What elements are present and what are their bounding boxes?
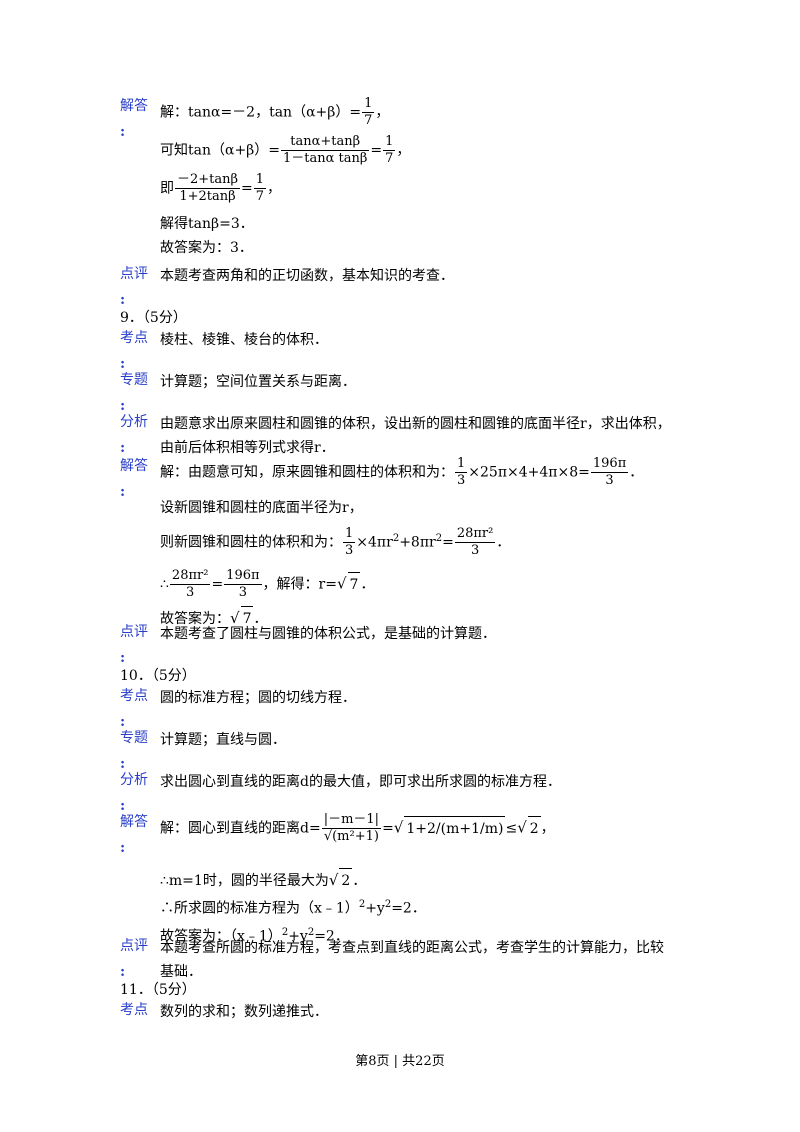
- radical: 2: [339, 868, 353, 893]
- answer-label: 解答:: [120, 98, 148, 140]
- q10-topic-block: 专题: 计算题；直线与圆．: [120, 728, 680, 772]
- analysis-text: 由题意求出原来圆柱和圆锥的体积，设出新的圆柱和圆锥的底面半径r，求出体积，: [160, 416, 671, 432]
- point-label: 考点: [120, 1002, 148, 1018]
- answer-label: 解答:: [120, 458, 148, 500]
- q11-point-block: 考点 数列的求和；数列递推式．: [120, 1000, 680, 1024]
- topic-text: 计算题；空间位置关系与距离．: [160, 374, 356, 390]
- analysis-label: 分析:: [120, 414, 148, 456]
- point-label: 考点:: [120, 330, 148, 372]
- question-number: 11．（5分）: [120, 982, 196, 998]
- answer-line: 故答案为：3．: [160, 240, 253, 256]
- review-label: 点评:: [120, 266, 148, 308]
- radical: 2: [527, 815, 541, 841]
- q9-point-block: 考点: 棱柱、棱锥、棱台的体积．: [120, 328, 680, 372]
- analysis-text: 由前后体积相等列式求得r．: [160, 440, 335, 456]
- point-label: 考点:: [120, 688, 148, 730]
- answer-line: 解得tanβ=3．: [160, 216, 254, 232]
- point-text: 棱柱、棱锥、棱台的体积．: [160, 332, 328, 348]
- q8-review-block: 点评: 本题考查两角和的正切函数，基本知识的考查．: [120, 264, 680, 308]
- review-text: 基础．: [160, 964, 202, 980]
- answer-line: 设新圆锥和圆柱的底面半径为r，: [160, 500, 363, 516]
- q9-analysis-block: 分析: 由题意求出原来圆柱和圆锥的体积，设出新的圆柱和圆锥的底面半径r，求出体积…: [120, 412, 680, 460]
- question-number: 10．（5分）: [120, 668, 196, 684]
- topic-label: 专题:: [120, 730, 148, 772]
- page-footer: 第8页 | 共22页: [355, 1054, 445, 1069]
- topic-label: 专题:: [120, 372, 148, 414]
- radical: 1+2/(m+1/m): [404, 815, 506, 841]
- answer-line: 故答案为：（x﹣1）2+y2=2．: [160, 926, 349, 945]
- q9-topic-block: 专题: 计算题；空间位置关系与距离．: [120, 370, 680, 414]
- analysis-text: 求出圆心到直线的距离d的最大值，即可求出所求圆的标准方程．: [160, 774, 561, 790]
- review-label: 点评:: [120, 624, 148, 666]
- review-text: 本题考查所圆的标准方程，考查点到直线的距离公式，考查学生的计算能力，比较: [160, 940, 664, 956]
- review-label: 点评:: [120, 938, 148, 980]
- q10-review-block: 点评: 本题考查所圆的标准方程，考查点到直线的距离公式，考查学生的计算能力，比较…: [120, 936, 680, 984]
- q10-answer-block: 解答: 解：圆心到直线的距离d=|－m－1|√(m²+1)=√1+2/(m+1/…: [120, 812, 680, 948]
- point-text: 数列的求和；数列递推式．: [160, 1004, 328, 1020]
- q9-review-block: 点评: 本题考查了圆柱与圆锥的体积公式，是基础的计算题．: [120, 622, 680, 666]
- answer-line: 解：圆心到直线的距离d=|－m－1|√(m²+1)=√1+2/(m+1/m)≤√…: [160, 812, 555, 844]
- analysis-label: 分析:: [120, 772, 148, 814]
- review-text: 本题考查两角和的正切函数，基本知识的考查．: [160, 268, 454, 284]
- review-text: 本题考查了圆柱与圆锥的体积公式，是基础的计算题．: [160, 626, 496, 642]
- question-number: 9．（5分）: [120, 310, 187, 326]
- radical: 7: [240, 606, 254, 631]
- answer-line: 故答案为：√7．: [160, 606, 680, 631]
- answer-line: ∴m=1时，圆的半径最大为√2．: [160, 868, 680, 893]
- answer-label: 解答:: [120, 814, 148, 856]
- q10-point-block: 考点: 圆的标准方程；圆的切线方程．: [120, 686, 680, 730]
- radical: 7: [347, 571, 361, 597]
- point-text: 圆的标准方程；圆的切线方程．: [160, 690, 356, 706]
- answer-line: ∴所求圆的标准方程为（x﹣1）2+y2=2．: [160, 899, 426, 917]
- fraction: |－m－1|√(m²+1): [321, 812, 382, 844]
- topic-text: 计算题；直线与圆．: [160, 732, 286, 748]
- q10-analysis-block: 分析: 求出圆心到直线的距离d的最大值，即可求出所求圆的标准方程．: [120, 770, 680, 814]
